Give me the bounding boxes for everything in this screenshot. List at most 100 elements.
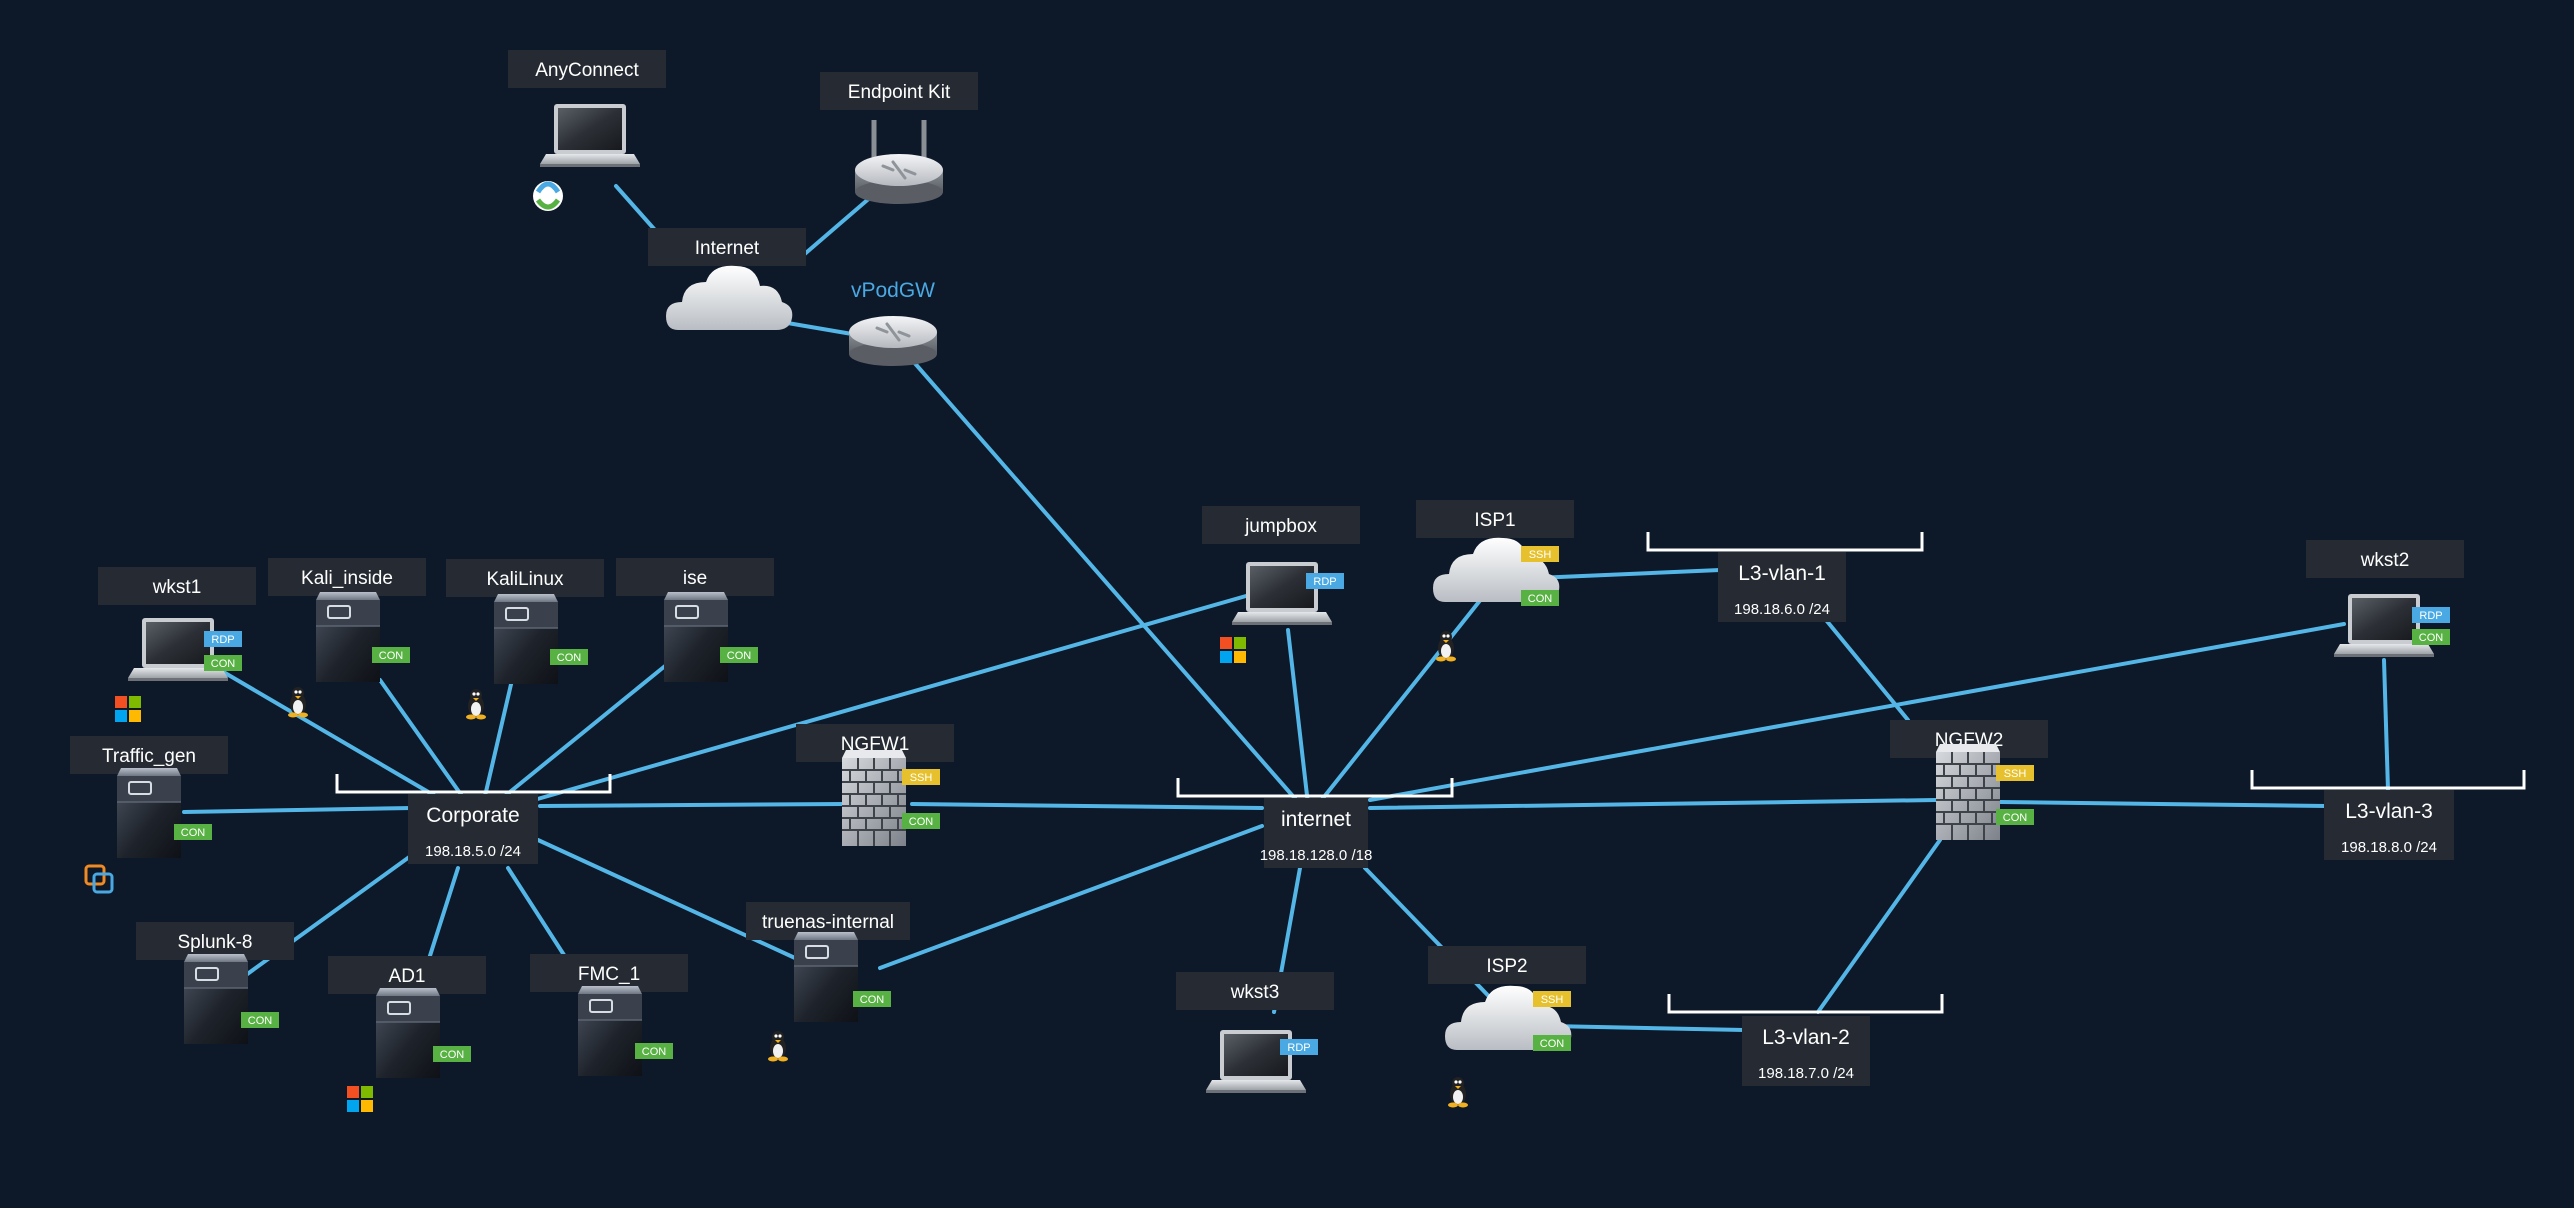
node-label-bg bbox=[1428, 946, 1586, 984]
node-label: ISP1 bbox=[1474, 510, 1515, 531]
network-label-bg bbox=[2324, 790, 2454, 860]
svg-text:CON: CON bbox=[211, 658, 236, 670]
node-label-bg bbox=[648, 228, 806, 266]
router-icon bbox=[847, 314, 939, 368]
network-name: L3-vlan-2 bbox=[1762, 1026, 1850, 1049]
svg-text:CON: CON bbox=[2003, 812, 2028, 824]
link-ngfw2-vlan2 bbox=[1816, 838, 1942, 1014]
svg-text:CON: CON bbox=[642, 1046, 667, 1058]
con-badge[interactable]: CON bbox=[204, 655, 242, 671]
link-ngfw2-vlan3 bbox=[1998, 800, 2328, 808]
rdp-badge[interactable]: RDP bbox=[1306, 573, 1344, 589]
node-truenas[interactable]: truenas-internal CON bbox=[746, 902, 910, 1062]
link-ngfw1-internet bbox=[910, 802, 1264, 810]
con-badge[interactable]: CON bbox=[2412, 629, 2450, 645]
link-corporate-ngfw1 bbox=[538, 802, 847, 808]
con-badge[interactable]: CON bbox=[1996, 809, 2034, 825]
node-wkst1[interactable]: wkst1 RDP CON bbox=[98, 567, 256, 722]
network-vlan1[interactable]: L3-vlan-1 198.18.6.0 /24 bbox=[1718, 552, 1846, 622]
node-anyconnect[interactable]: AnyConnect bbox=[508, 50, 666, 211]
node-internet-cloud[interactable]: Internet bbox=[648, 228, 806, 330]
links bbox=[182, 184, 2390, 1032]
svg-text:CON: CON bbox=[860, 994, 885, 1006]
rdp-badge[interactable]: RDP bbox=[1280, 1039, 1318, 1055]
ssh-badge[interactable]: SSH bbox=[1521, 546, 1559, 562]
bracket-vlan1 bbox=[1646, 532, 1924, 552]
con-badge[interactable]: CON bbox=[720, 647, 758, 663]
network-name: L3-vlan-1 bbox=[1738, 562, 1826, 585]
con-badge[interactable]: CON bbox=[550, 649, 588, 665]
con-badge[interactable]: CON bbox=[433, 1046, 471, 1062]
network-vlan3[interactable]: L3-vlan-3 198.18.8.0 /24 bbox=[2324, 790, 2454, 860]
network-subnet: 198.18.128.0 /18 bbox=[1260, 847, 1373, 864]
node-label: Endpoint Kit bbox=[848, 82, 951, 103]
node-vpodgw[interactable]: vPodGW bbox=[847, 279, 939, 368]
rdp-badge[interactable]: RDP bbox=[204, 631, 242, 647]
ssh-badge[interactable]: SSH bbox=[1533, 991, 1571, 1007]
node-label: ISP2 bbox=[1486, 956, 1527, 977]
bracket-internet bbox=[1176, 778, 1454, 798]
node-endpoint-kit[interactable]: Endpoint Kit bbox=[820, 72, 978, 206]
node-label: truenas-internal bbox=[762, 912, 894, 933]
node-kali-inside[interactable]: Kali_inside CON bbox=[268, 558, 426, 718]
node-label: wkst1 bbox=[152, 577, 202, 598]
link-wkst2-vlan3 bbox=[2382, 658, 2390, 792]
con-badge[interactable]: CON bbox=[241, 1012, 279, 1028]
node-wkst2[interactable]: wkst2 RDP CON bbox=[2306, 540, 2464, 657]
node-fmc[interactable]: FMC_1 CON bbox=[530, 954, 688, 1077]
link-wkst2-internet bbox=[1368, 622, 2346, 802]
node-ngfw2[interactable]: NGFW2 SSH CON bbox=[1890, 720, 2048, 841]
con-badge[interactable]: CON bbox=[902, 813, 940, 829]
rdp-badge[interactable]: RDP bbox=[2412, 607, 2450, 623]
node-kalilinux[interactable]: KaliLinux CON bbox=[446, 559, 604, 720]
node-isp2[interactable]: ISP2 SSH CON bbox=[1428, 946, 1586, 1108]
network-corporate[interactable]: Corporate 198.18.5.0 /24 bbox=[408, 794, 538, 864]
node-wkst3[interactable]: wkst3 RDP bbox=[1176, 972, 1334, 1093]
node-splunk[interactable]: Splunk-8 CON bbox=[136, 922, 294, 1045]
link-wkst1-corporate bbox=[218, 668, 444, 802]
firewall-icon bbox=[841, 749, 907, 847]
con-badge[interactable]: CON bbox=[174, 824, 212, 840]
node-label-bg bbox=[1176, 972, 1334, 1010]
con-badge[interactable]: CON bbox=[372, 647, 410, 663]
svg-text:RDP: RDP bbox=[1287, 1042, 1310, 1054]
node-ad1[interactable]: AD1 CON bbox=[328, 956, 486, 1112]
ssh-badge[interactable]: SSH bbox=[902, 769, 940, 785]
node-label-bg bbox=[530, 954, 688, 992]
con-badge[interactable]: CON bbox=[635, 1043, 673, 1059]
node-ngfw1[interactable]: NGFW1 SSH CON bbox=[796, 724, 954, 847]
linux-icon bbox=[1448, 1077, 1468, 1108]
server-icon bbox=[183, 953, 249, 1045]
ssh-badge[interactable]: SSH bbox=[1996, 765, 2034, 781]
server-icon bbox=[663, 591, 729, 683]
link-anyconnect-internet bbox=[614, 184, 657, 232]
svg-text:CON: CON bbox=[379, 650, 404, 662]
node-traffic-gen[interactable]: Traffic_gen CON bbox=[70, 736, 228, 894]
node-label: AnyConnect bbox=[535, 60, 639, 81]
link-trafficgen-corporate bbox=[182, 806, 414, 814]
network-subnet: 198.18.8.0 /24 bbox=[2341, 839, 2437, 856]
network-label-bg bbox=[1718, 552, 1846, 622]
node-label: wkst2 bbox=[2360, 550, 2410, 571]
node-ise[interactable]: ise CON bbox=[616, 558, 774, 683]
con-badge[interactable]: CON bbox=[1533, 1035, 1571, 1051]
node-isp1[interactable]: ISP1 SSH CON bbox=[1416, 500, 1574, 662]
svg-text:SSH: SSH bbox=[1529, 549, 1552, 561]
network-vlan2[interactable]: L3-vlan-2 198.18.7.0 /24 bbox=[1742, 1016, 1870, 1086]
node-label: AD1 bbox=[389, 966, 426, 987]
link-kali-inside-corporate bbox=[378, 678, 464, 798]
node-jumpbox[interactable]: jumpbox RDP bbox=[1202, 506, 1360, 663]
bracket-vlan2 bbox=[1667, 994, 1944, 1014]
svg-text:CON: CON bbox=[557, 652, 582, 664]
network-label-bg bbox=[1264, 798, 1368, 868]
network-subnet: 198.18.7.0 /24 bbox=[1758, 1065, 1854, 1082]
network-internet[interactable]: internet 198.18.128.0 /18 bbox=[1260, 798, 1373, 868]
node-label: vPodGW bbox=[851, 279, 935, 302]
link-isp2-vlan2 bbox=[1548, 1024, 1746, 1032]
con-badge[interactable]: CON bbox=[853, 991, 891, 1007]
anyconnect-icon bbox=[533, 181, 563, 211]
windows-icon bbox=[347, 1086, 373, 1112]
con-badge[interactable]: CON bbox=[1521, 590, 1559, 606]
link-truenas-internet bbox=[878, 824, 1264, 970]
